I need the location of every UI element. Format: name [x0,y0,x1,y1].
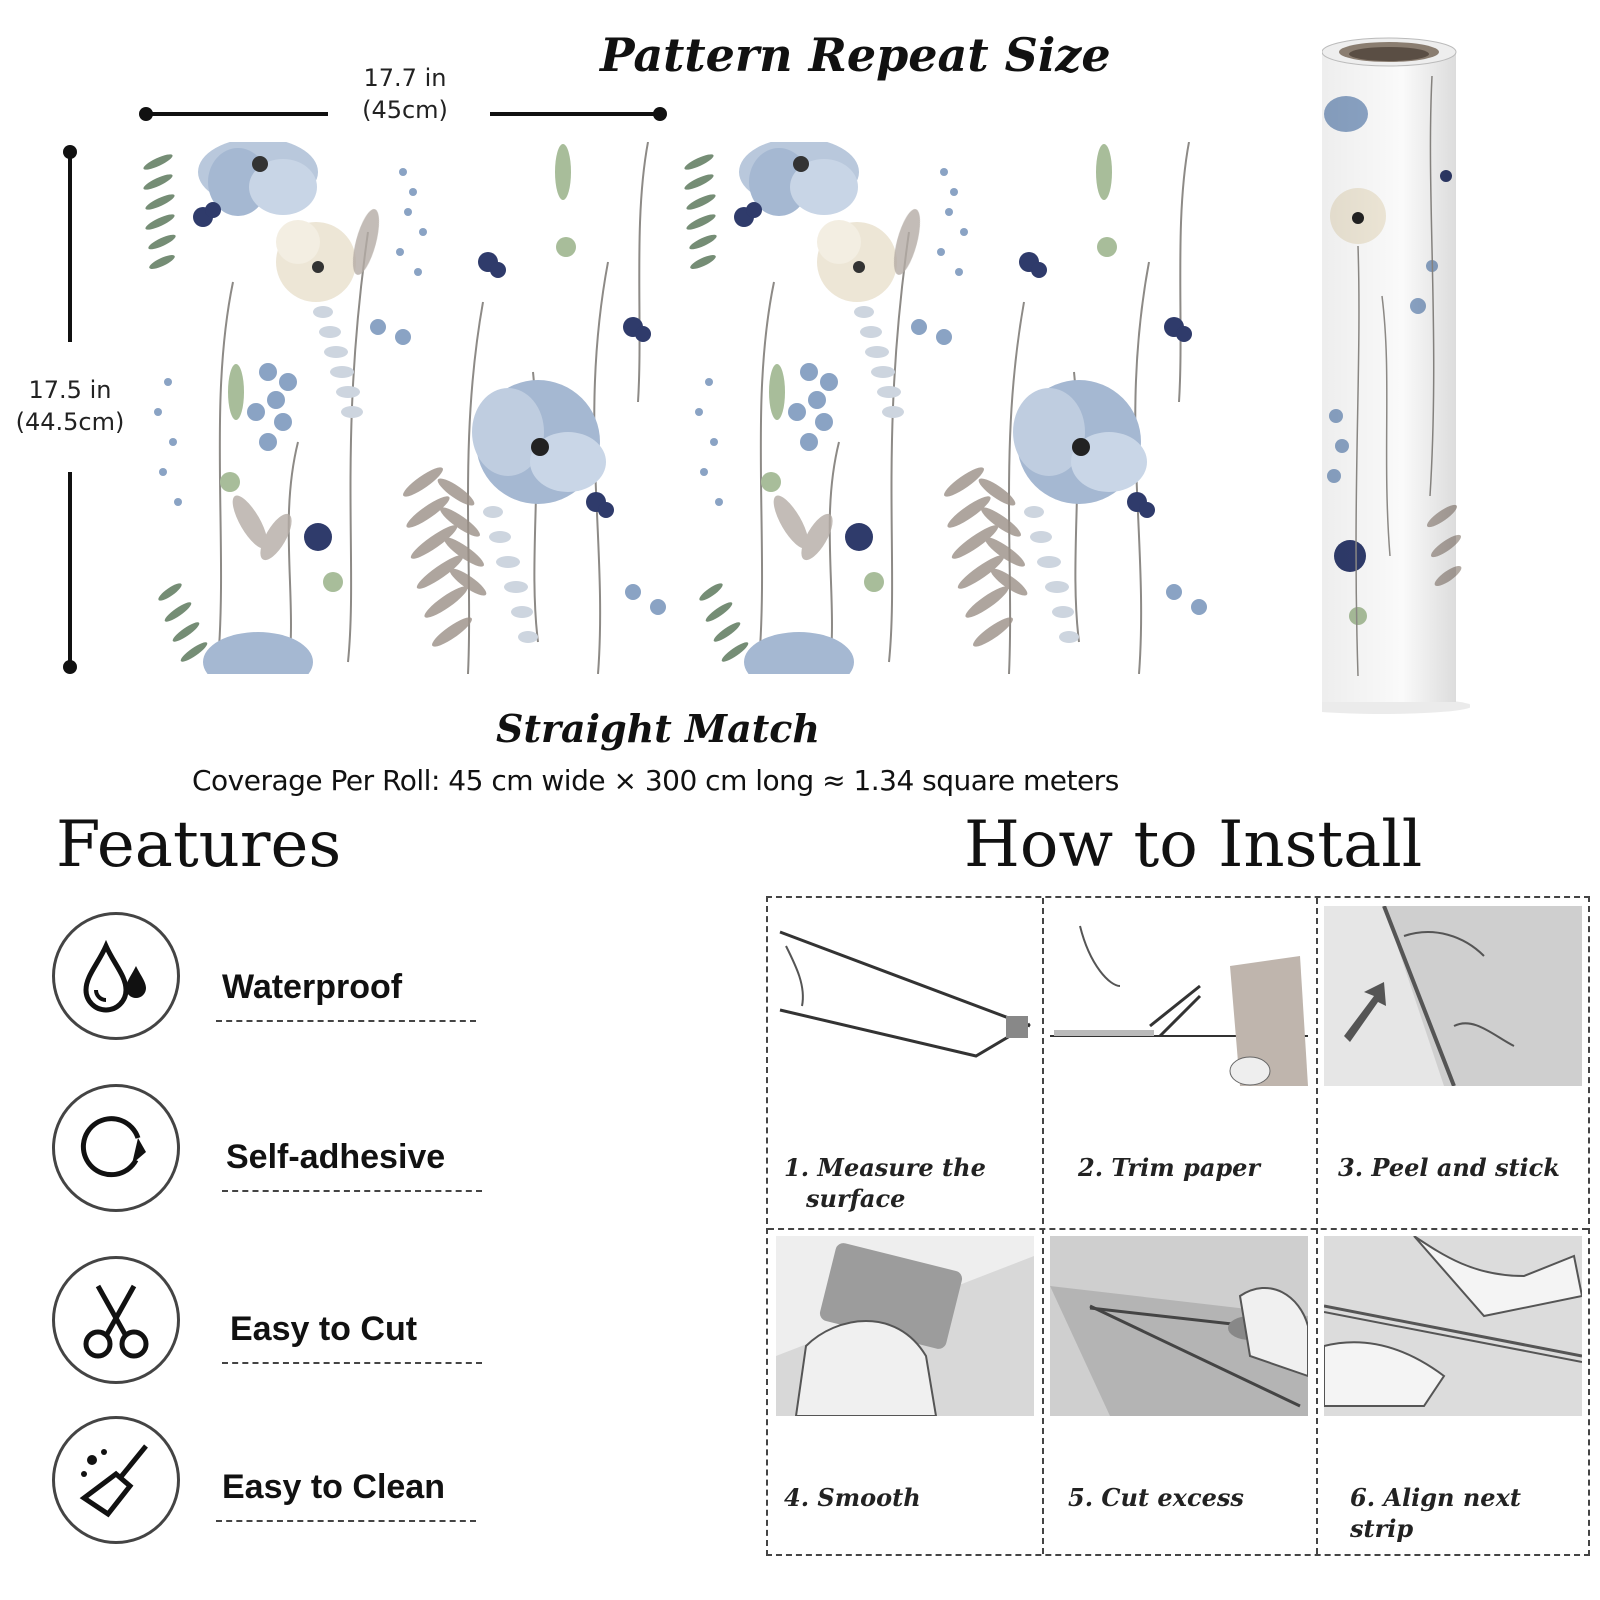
install-step-2: 2. Trim paper [1042,898,1316,1228]
install-step-3-label: 3. Peel and stick [1338,1153,1560,1182]
floral-pattern-preview [138,142,1220,674]
cut-excess-illustration [1050,1236,1308,1416]
pattern-repeat-title: Pattern Repeat Size [600,28,1111,82]
grid-divider-horizontal [768,1228,1588,1230]
water-drop-icon-glyph [83,939,146,1013]
water-drop-icon [52,912,180,1040]
scissors-icon [52,1256,180,1384]
width-dim-line-left [146,112,328,116]
install-step-1-label: 1. Measure the surface [784,1153,986,1213]
width-inches: 17.7 in [363,64,447,92]
peel-stick-illustration [1324,906,1582,1086]
install-step-2-label: 2. Trim paper [1078,1153,1261,1182]
align-strip-illustration [1324,1236,1582,1416]
height-dim-line-bottom [68,472,72,664]
width-dim-line-right [490,112,660,116]
install-step-3: 3. Peel and stick [1316,898,1590,1228]
height-dim-end-dot [63,660,77,674]
trim-illustration [1050,906,1308,1086]
feature-self-adhesive-underline [222,1190,482,1192]
grid-divider-vertical-2 [1316,898,1318,1554]
install-step-1: 1. Measure the surface [768,898,1042,1228]
install-step-4: 4. Smooth [768,1228,1042,1558]
feature-waterproof-underline [216,1020,476,1022]
install-steps-grid: 1. Measure the surface 2. Trim paper [766,896,1590,1556]
how-to-install-heading: How to Install [964,808,1423,882]
height-dimension-label: 17.5 in (44.5cm) [2,374,138,438]
features-heading: Features [56,808,342,882]
feature-easy-to-cut-underline [222,1362,482,1364]
height-centimeters: (44.5cm) [15,408,125,436]
broom-icon [52,1416,180,1544]
install-step-4-label: 4. Smooth [784,1483,921,1512]
peel-sticker-icon-glyph [80,1116,146,1178]
wallpaper-roll-image [1322,37,1470,714]
install-step-6-label: 6. Align next strip [1350,1483,1521,1543]
install-step-5-label: 5. Cut excess [1068,1483,1244,1512]
install-step-6: 6. Align next strip [1316,1228,1590,1558]
install-step-5: 5. Cut excess [1042,1228,1316,1558]
width-centimeters: (45cm) [362,96,448,124]
width-dim-end-dot [653,107,667,121]
broom-icon-glyph [79,1444,148,1518]
coverage-per-roll-text: Coverage Per Roll: 45 cm wide × 300 cm l… [192,764,1119,797]
grid-divider-vertical-1 [1042,898,1044,1554]
straight-match-label: Straight Match [496,706,821,751]
feature-easy-to-clean-underline [216,1520,476,1522]
feature-easy-to-cut-label: Easy to Cut [230,1310,418,1348]
feature-easy-to-clean-label: Easy to Clean [222,1468,445,1506]
height-inches: 17.5 in [28,376,112,404]
feature-self-adhesive-label: Self-adhesive [226,1138,446,1176]
width-dimension-label: 17.7 in (45cm) [330,62,480,126]
smooth-illustration [776,1236,1034,1416]
scissors-icon-glyph [83,1284,149,1359]
height-dim-line-top [68,152,72,342]
peel-sticker-icon [52,1084,180,1212]
measure-illustration [776,906,1034,1086]
feature-waterproof-label: Waterproof [222,968,403,1006]
